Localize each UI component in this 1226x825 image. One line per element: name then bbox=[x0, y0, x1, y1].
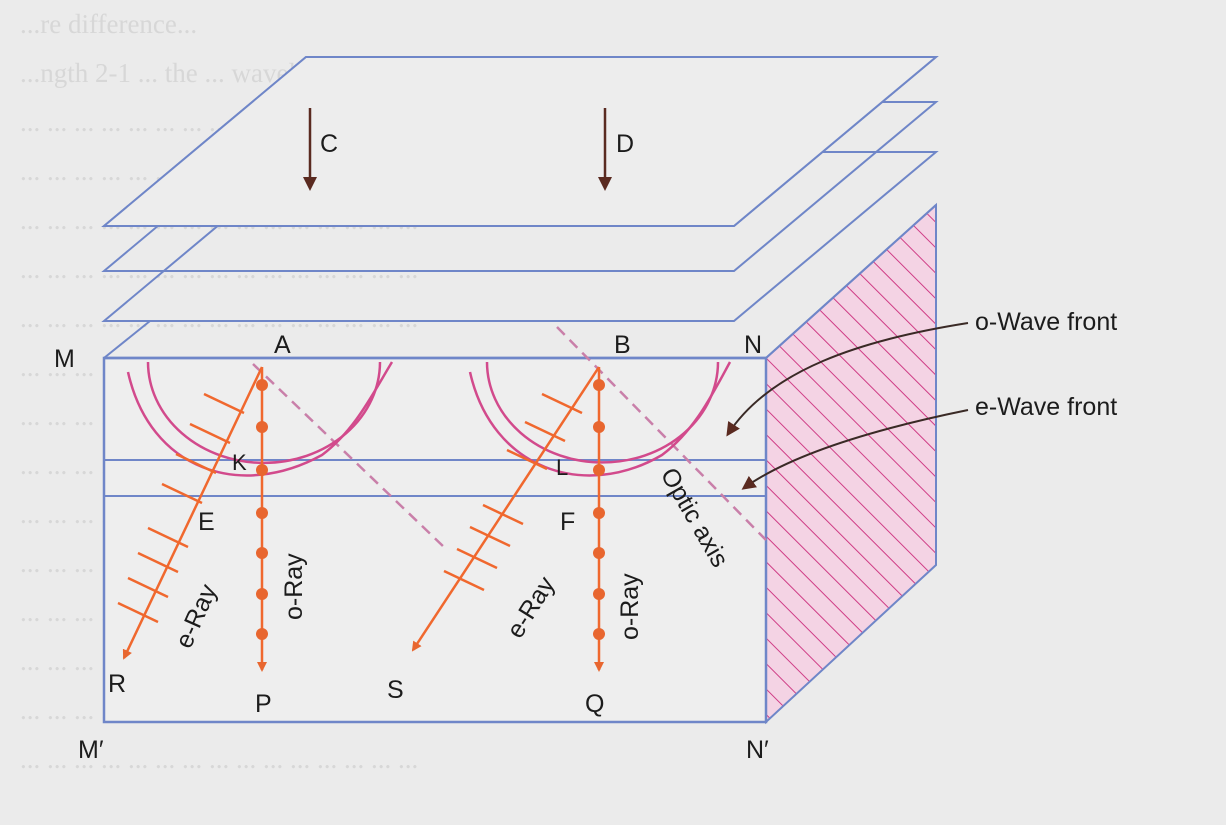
background-text-line: ... ... ... ... ... ... ... ... ... ... … bbox=[20, 744, 419, 774]
label-s: S bbox=[387, 676, 404, 704]
label-c: C bbox=[320, 130, 338, 158]
label-m-prime: M′ bbox=[78, 736, 104, 764]
label-a: A bbox=[274, 331, 291, 359]
label-o-ray-2: o-Ray bbox=[616, 573, 644, 640]
e-ray-a-ticks bbox=[117, 392, 245, 624]
label-l: L bbox=[556, 455, 568, 480]
background-text-line: ... ... ... ... ... ... ... ... ... ... … bbox=[20, 303, 419, 333]
o-wave-front-pointer bbox=[726, 322, 969, 437]
optic-axis-line-1 bbox=[252, 363, 446, 549]
label-b: B bbox=[614, 331, 631, 359]
o-wavelet-a bbox=[146, 361, 382, 465]
label-o-ray-1: o-Ray bbox=[280, 553, 308, 620]
label-e: E bbox=[198, 508, 215, 536]
o-ray-a-dots bbox=[256, 379, 268, 640]
label-f: F bbox=[560, 508, 575, 536]
label-k: K bbox=[232, 450, 247, 475]
optic-axis-line-2 bbox=[556, 326, 767, 541]
label-n: N bbox=[744, 331, 762, 359]
e-wavelet-a bbox=[126, 361, 394, 477]
label-r: R bbox=[108, 670, 126, 698]
incident-plane-top bbox=[101, 56, 939, 227]
label-d: D bbox=[616, 130, 634, 158]
label-m: M bbox=[54, 345, 75, 373]
e-ray-b bbox=[411, 366, 601, 652]
label-p: P bbox=[255, 690, 272, 718]
e-ray-a bbox=[122, 366, 264, 660]
label-e-wave-front: e-Wave front bbox=[975, 393, 1117, 421]
top-edge-link bbox=[103, 320, 151, 359]
o-ray-b-dots bbox=[593, 379, 605, 640]
e-wave-front-pointer bbox=[741, 409, 969, 490]
e-wavelet-b bbox=[468, 361, 732, 477]
label-o-wave-front: o-Wave front bbox=[975, 308, 1117, 336]
crystal-top-right-edge bbox=[765, 204, 937, 359]
background-text-line: ... ... ... ... ... ... ... ... ... ... … bbox=[20, 254, 419, 284]
label-q: Q bbox=[585, 690, 604, 718]
label-n-prime: N′ bbox=[746, 736, 769, 764]
e-ray-b-ticks bbox=[443, 392, 583, 592]
background-text-line: ...re difference... bbox=[20, 9, 198, 39]
